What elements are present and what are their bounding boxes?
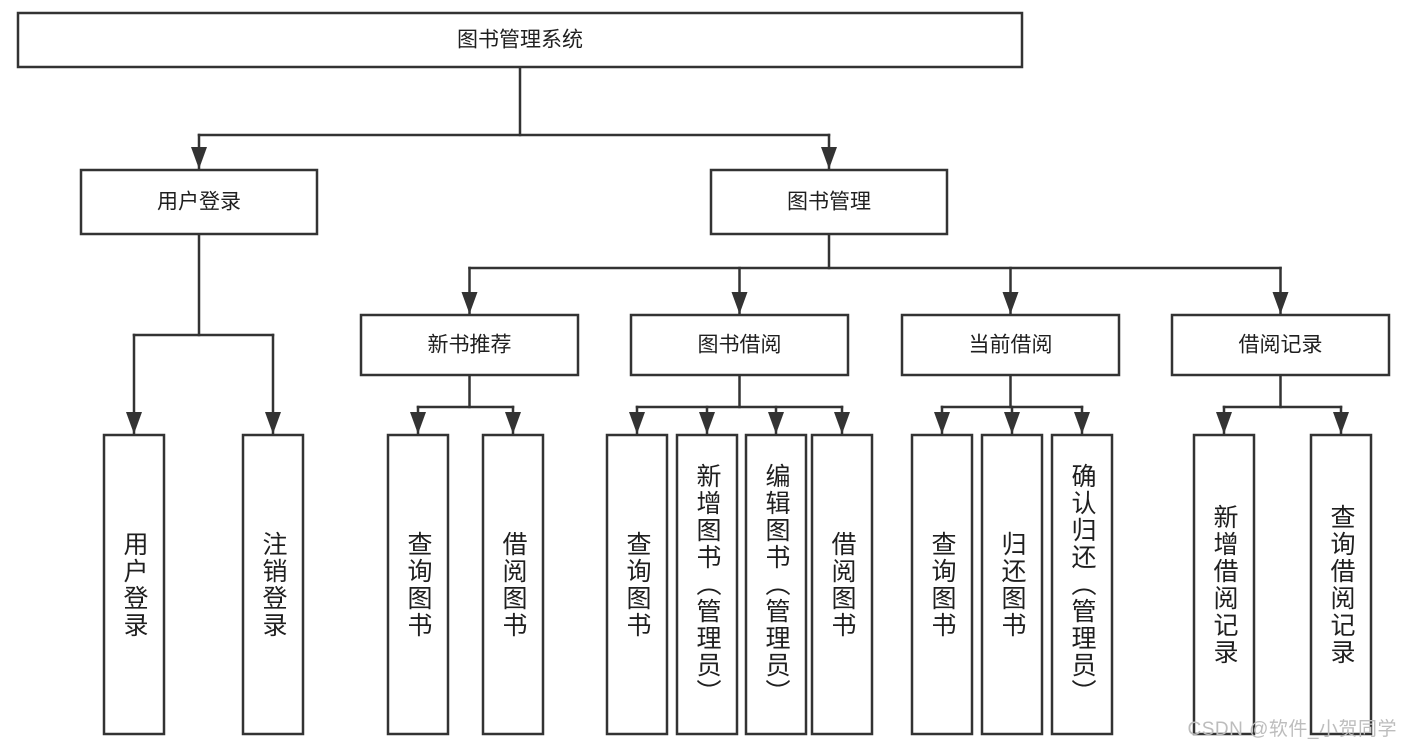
node-label-user-login: 用户登录 <box>157 191 241 214</box>
arrow-head-icon <box>126 412 142 434</box>
arrow-head-icon <box>731 292 748 314</box>
node-box-leaf-query-book-3[interactable] <box>910 433 974 736</box>
node-box-leaf-add-record[interactable] <box>1192 433 1256 736</box>
arrow-head-icon <box>1002 292 1019 314</box>
node-box-leaf-query-record[interactable] <box>1309 433 1373 736</box>
node-label-book-manage: 图书管理 <box>787 191 871 214</box>
node-box-borrow-record[interactable] <box>1170 313 1391 377</box>
node-label-current-borrow: 当前借阅 <box>969 334 1053 357</box>
arrow-head-icon <box>1074 412 1090 434</box>
node-box-leaf-user-login[interactable] <box>102 433 166 736</box>
node-box-leaf-add-book[interactable] <box>675 433 739 736</box>
arrow-head-icon <box>1333 412 1349 434</box>
arrow-head-icon <box>699 412 715 434</box>
node-box-leaf-confirm-return[interactable] <box>1050 433 1114 736</box>
node-label-book-borrow: 图书借阅 <box>698 334 782 357</box>
arrow-head-icon <box>1004 412 1020 434</box>
connector-layer <box>126 65 1349 436</box>
arrow-head-icon <box>410 412 426 434</box>
node-label-borrow-record: 借阅记录 <box>1239 334 1323 357</box>
node-box-leaf-query-book-1[interactable] <box>386 433 450 736</box>
node-box-current-borrow[interactable] <box>900 313 1121 377</box>
node-box-leaf-borrow-book-1[interactable] <box>481 433 545 736</box>
node-box-book-borrow[interactable] <box>629 313 850 377</box>
arrow-head-icon <box>191 147 207 169</box>
arrow-head-icon <box>1272 292 1289 314</box>
arrow-head-icon <box>629 412 645 434</box>
node-box-leaf-return-book[interactable] <box>980 433 1044 736</box>
node-label-new-book-rec: 新书推荐 <box>428 334 512 357</box>
arrow-head-icon <box>934 412 950 434</box>
arrow-head-icon <box>265 412 281 434</box>
node-box-leaf-query-book-2[interactable] <box>605 433 669 736</box>
node-box-leaf-borrow-book-2[interactable] <box>810 433 874 736</box>
arrow-head-icon <box>768 412 784 434</box>
node-box-leaf-logout[interactable] <box>241 433 305 736</box>
arrow-head-icon <box>505 412 521 434</box>
node-box-leaf-edit-book[interactable] <box>744 433 808 736</box>
arrow-head-icon <box>834 412 850 434</box>
arrow-head-icon <box>1216 412 1232 434</box>
node-box-undefined[interactable] <box>16 11 1024 69</box>
arrow-head-icon <box>461 292 478 314</box>
node-label-undefined: 图书管理系统 <box>457 29 583 52</box>
arrow-head-icon <box>821 147 837 169</box>
node-box-user-login[interactable] <box>79 168 319 236</box>
node-box-new-book-rec[interactable] <box>359 313 580 377</box>
node-box-book-manage[interactable] <box>709 168 949 236</box>
watermark: CSDN @软件_小贺同学 <box>1187 719 1397 740</box>
